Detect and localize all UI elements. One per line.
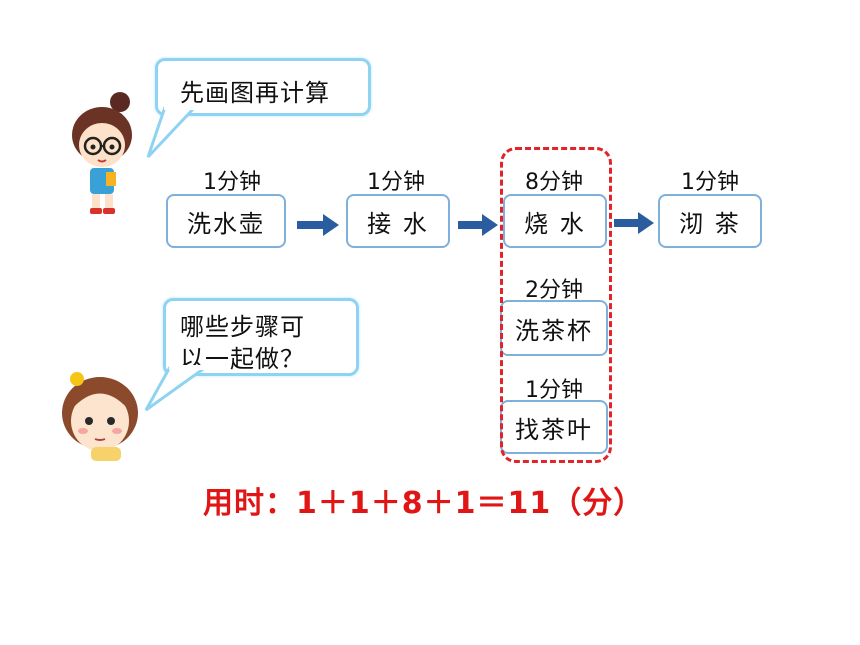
- step-label: 洗水壶: [187, 209, 265, 238]
- step-label: 沏 茶: [679, 209, 741, 238]
- step-time-wash-cups: 2分钟: [525, 278, 583, 303]
- step-time-boil-water: 8分钟: [525, 170, 583, 195]
- step-box-fill-water: 接 水: [346, 194, 450, 248]
- step-time-make-tea: 1分钟: [681, 170, 739, 195]
- step-time-fill-water: 1分钟: [367, 170, 425, 195]
- step-time-find-tea: 1分钟: [525, 378, 583, 403]
- step-box-make-tea: 沏 茶: [658, 194, 762, 248]
- parallel-tasks-dashed-frame: [500, 147, 612, 463]
- right-arrow-icon: [297, 214, 339, 236]
- speech-bubble-bottom: 哪些步骤可 以一起做？: [163, 298, 359, 376]
- step-label: 烧 水: [524, 209, 586, 238]
- girl-with-glasses-illustration: [72, 92, 132, 214]
- bubble-bottom-line1: 哪些步骤可: [180, 313, 305, 341]
- step-time-wash-kettle: 1分钟: [203, 170, 261, 195]
- total-time-equation: 用时：1＋1＋8＋1＝11（分）: [203, 486, 645, 521]
- speech-bubble-bottom-tail: [144, 365, 207, 412]
- right-arrow-icon: [458, 214, 498, 236]
- bubble-top-text: 先画图再计算: [180, 79, 330, 107]
- step-box-wash-cups: 洗茶杯: [500, 300, 608, 356]
- step-label: 找茶叶: [515, 415, 593, 444]
- step-box-boil-water: 烧 水: [503, 194, 607, 248]
- speech-bubble-top-tail: [146, 105, 197, 159]
- step-box-find-tea: 找茶叶: [500, 400, 608, 454]
- thinking-girl-illustration: [62, 372, 138, 461]
- right-arrow-icon: [614, 212, 654, 234]
- step-label: 接 水: [367, 209, 429, 238]
- step-label: 洗茶杯: [515, 316, 593, 345]
- step-box-wash-kettle: 洗水壶: [166, 194, 286, 248]
